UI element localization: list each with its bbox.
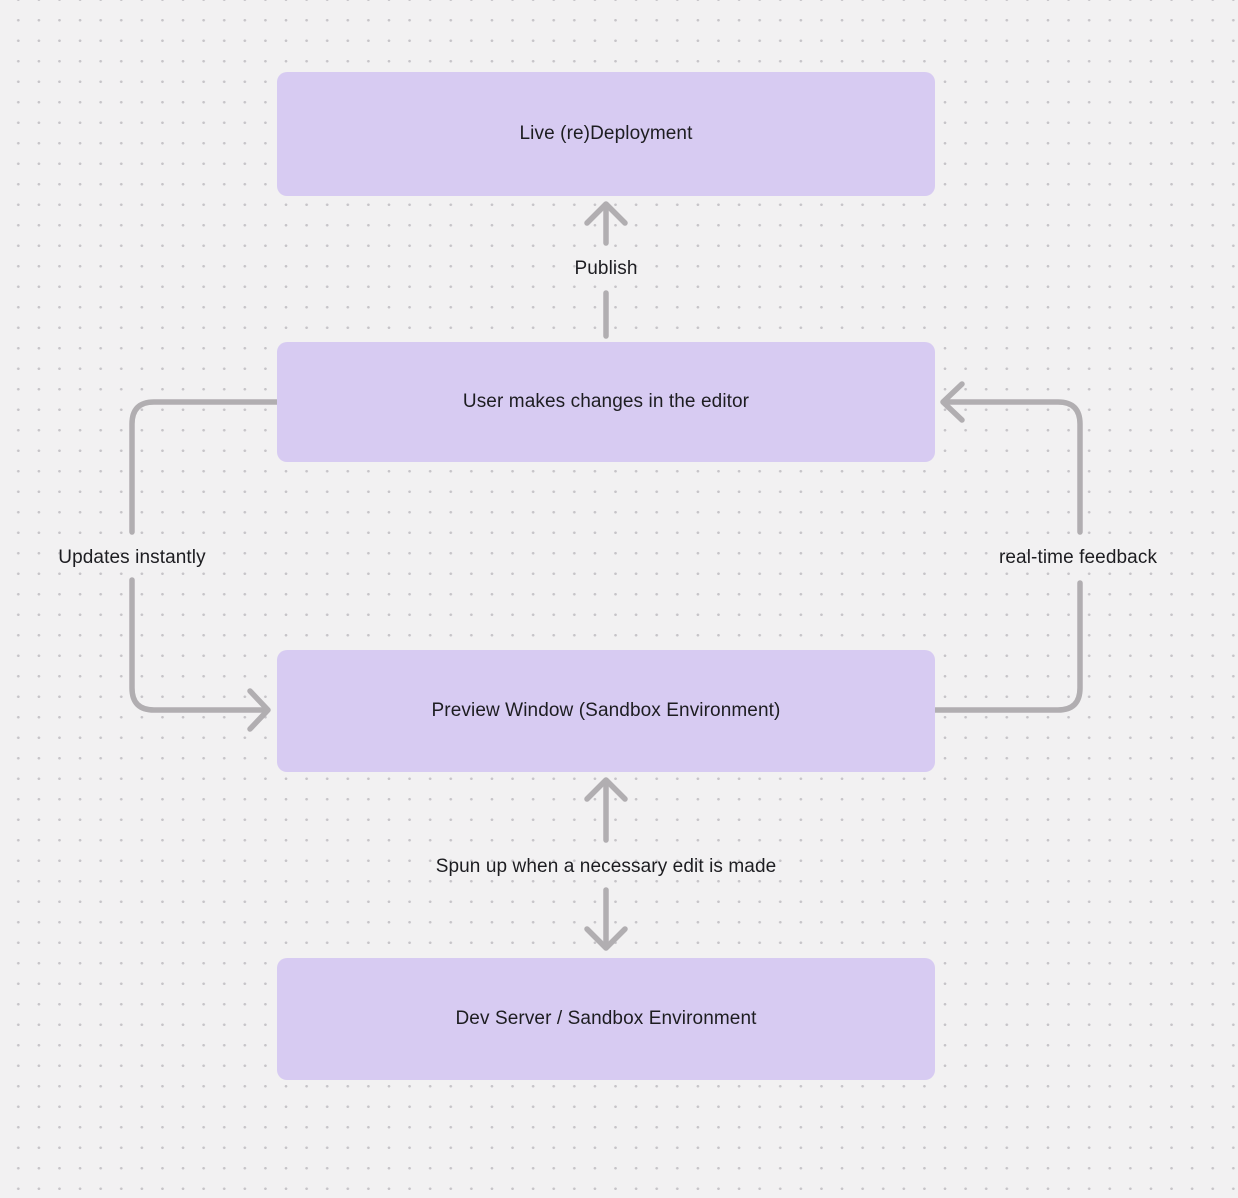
- edge-feedback-upper: [946, 399, 1083, 535]
- arrowhead-down-icon: [584, 926, 628, 951]
- edge-realtime-feedback-arrow[interactable]: [932, 381, 1083, 713]
- node-live-redeployment[interactable]: Live (re)Deployment: [277, 72, 935, 196]
- edge-updates-lower: [129, 577, 265, 713]
- node-preview-window[interactable]: Preview Window (Sandbox Environment): [277, 650, 935, 772]
- node-dev-server[interactable]: Dev Server / Sandbox Environment: [277, 958, 935, 1080]
- arrowhead-up-icon: [584, 201, 628, 226]
- edge-updates-instantly-arrow[interactable]: [129, 399, 280, 732]
- edge-label-updates-instantly: Updates instantly: [58, 547, 206, 568]
- node-preview-window-label: Preview Window (Sandbox Environment): [431, 700, 781, 721]
- edge-label-publish: Publish: [574, 258, 638, 279]
- edge-label-spun-up: Spun up when a necessary edit is made: [435, 856, 777, 877]
- arrowhead-left-icon: [940, 381, 965, 423]
- edge-publish-arrow[interactable]: [584, 201, 628, 339]
- node-user-editor[interactable]: User makes changes in the editor: [277, 342, 935, 462]
- edge-label-realtime-feedback: real-time feedback: [998, 547, 1158, 568]
- edge-spun-up-arrow[interactable]: [584, 777, 628, 951]
- arrowhead-right-icon: [247, 688, 271, 732]
- node-live-redeployment-label: Live (re)Deployment: [519, 123, 693, 144]
- arrowhead-up-icon: [584, 777, 628, 802]
- edge-updates-upper: [129, 399, 280, 535]
- node-user-editor-label: User makes changes in the editor: [462, 391, 750, 412]
- node-dev-server-label: Dev Server / Sandbox Environment: [455, 1008, 757, 1029]
- edge-feedback-lower: [932, 580, 1083, 713]
